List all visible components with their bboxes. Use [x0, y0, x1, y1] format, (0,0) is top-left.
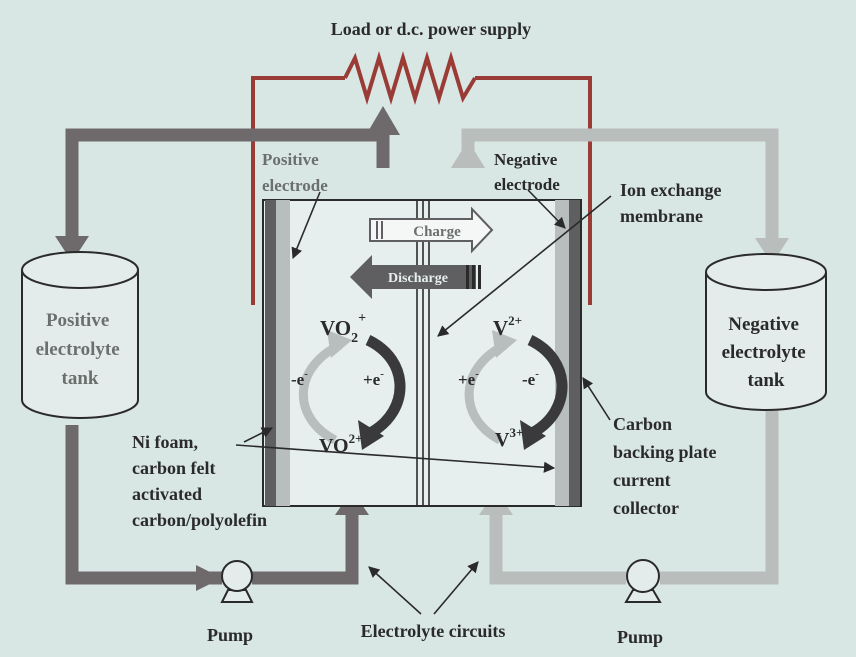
ion-v-3plus: V3+ [495, 425, 523, 451]
positive-tank-inflow-arrow [55, 236, 89, 262]
electrode-material-label: Ni foam, carbon felt activated carbon/po… [132, 432, 267, 530]
ion-v-2plus: V2+ [493, 313, 522, 340]
electron-pos-left: -e- [291, 368, 308, 389]
positive-felt [276, 200, 290, 506]
left-pump-label: Pump [207, 625, 253, 645]
left-pump [220, 560, 254, 603]
ion-exchange-membrane [416, 200, 430, 506]
negative-curved-arrows [464, 330, 568, 450]
discharge-label: Discharge [388, 271, 448, 286]
right-pump-label: Pump [617, 627, 663, 647]
charge-arrow [369, 206, 494, 254]
load-label: Load or d.c. power supply [331, 19, 531, 39]
negative-felt [555, 200, 569, 506]
positive-outflow-arrow [366, 106, 400, 135]
pointer-lines [235, 189, 612, 615]
charge-label: Charge [413, 224, 461, 240]
carbon-backing-label: Carbon backing plate current collector [613, 414, 721, 518]
ion-exchange-membrane-label: Ion exchange membrane [620, 180, 726, 226]
electron-neg-right: -e- [522, 368, 539, 389]
right-pump [624, 559, 662, 603]
load-wire [251, 51, 592, 305]
positive-curved-arrows [298, 330, 406, 450]
positive-tank-label: Positive electrolyte tank [36, 310, 125, 389]
electron-pos-right: +e- [363, 368, 384, 389]
electron-neg-left: +e- [458, 368, 479, 389]
positive-electrode-plate [265, 200, 276, 506]
positive-electrode-label: Positive electrode [262, 150, 328, 195]
positive-electrolyte-tank [21, 251, 139, 419]
negative-tank-label: Negative electrolyte tank [722, 314, 811, 391]
negative-electrolyte-tank [705, 253, 827, 411]
cell-body [262, 199, 582, 507]
discharge-arrow [350, 255, 481, 299]
negative-electrode-plate [569, 200, 580, 506]
positive-electrolyte-circuit [65, 128, 390, 585]
negative-outflow-arrow [451, 140, 485, 168]
resistor-zigzag [343, 51, 477, 105]
positive-pump-arrow [196, 565, 222, 591]
ion-vo2-plus: VO2+ [320, 311, 366, 346]
negative-electrode-label: Negative electrode [494, 150, 562, 194]
negative-tank-inflow-arrow [755, 238, 789, 264]
electrolyte-circuits-label: Electrolyte circuits [361, 621, 506, 641]
